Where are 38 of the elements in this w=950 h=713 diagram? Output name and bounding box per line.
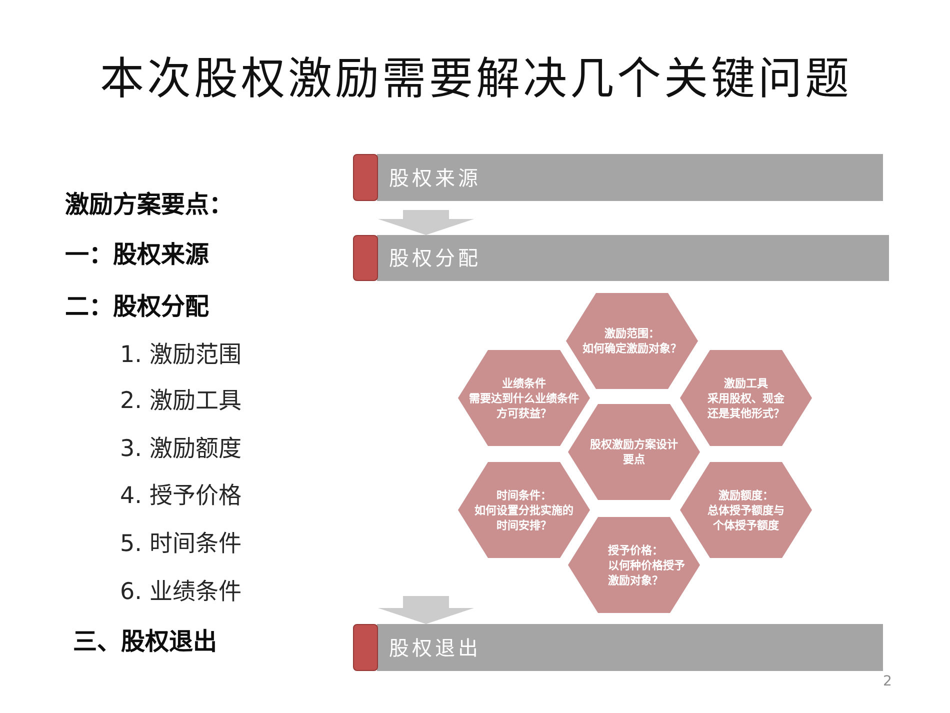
list-item: 2. 激励工具 xyxy=(120,388,242,416)
hexagon xyxy=(680,350,812,446)
hexagon-heading: 激励工具 xyxy=(724,376,768,390)
block-arrow xyxy=(378,596,474,624)
section-bar xyxy=(353,235,889,281)
hexagon xyxy=(568,517,700,613)
hexagon xyxy=(566,293,698,389)
hexagon xyxy=(568,404,700,500)
hexagon-text: 需要达到什么业绩条件方可获益？ xyxy=(468,390,580,420)
list-item: 4. 授予价格 xyxy=(120,483,242,511)
hexagon xyxy=(680,462,812,558)
hexagon-text: 总体授予额度与个体授予额度 xyxy=(706,502,786,532)
list-item: 6. 业绩条件 xyxy=(120,579,242,607)
hexagon-text: 如何确定激励对象？ xyxy=(582,341,682,356)
hexagon-heading: 激励范围： xyxy=(604,326,660,341)
slide-title: 本次股权激励需要解决几个关键问题 xyxy=(100,54,852,106)
outline-heading: 二：股权分配 xyxy=(65,292,209,322)
hexagon-text: 以何种价格授予激励对象？ xyxy=(608,558,686,588)
section-bar xyxy=(353,624,883,671)
hexagon-text: 采用股权、现金还是其他形式？ xyxy=(706,390,786,420)
hexagon-heading: 授予价格： xyxy=(608,542,663,558)
bar-title: 股权分配 xyxy=(389,246,481,270)
section-bar xyxy=(353,154,883,201)
hexagon-text: 如何设置分批实施的时间安排？ xyxy=(474,502,574,532)
hexagon-heading: 业绩条件 xyxy=(502,376,546,390)
list-item: 3. 激励额度 xyxy=(120,436,242,464)
bar-title: 股权来源 xyxy=(389,166,481,190)
bar-title: 股权退出 xyxy=(389,636,481,660)
outline-heading: 激励方案要点： xyxy=(65,190,233,220)
outline-heading: 一：股权来源 xyxy=(65,240,209,270)
outline-heading: 三、股权退出 xyxy=(73,628,217,656)
hexagon-heading: 时间条件： xyxy=(496,488,552,502)
hexagon xyxy=(458,462,590,558)
hexagon-text: 股权激励方案设计要点 xyxy=(589,437,679,467)
hexagon-heading: 激励额度： xyxy=(718,488,774,502)
page-number: 2 xyxy=(883,674,892,690)
list-item: 1. 激励范围 xyxy=(120,342,242,370)
list-item: 5. 时间条件 xyxy=(120,531,242,559)
